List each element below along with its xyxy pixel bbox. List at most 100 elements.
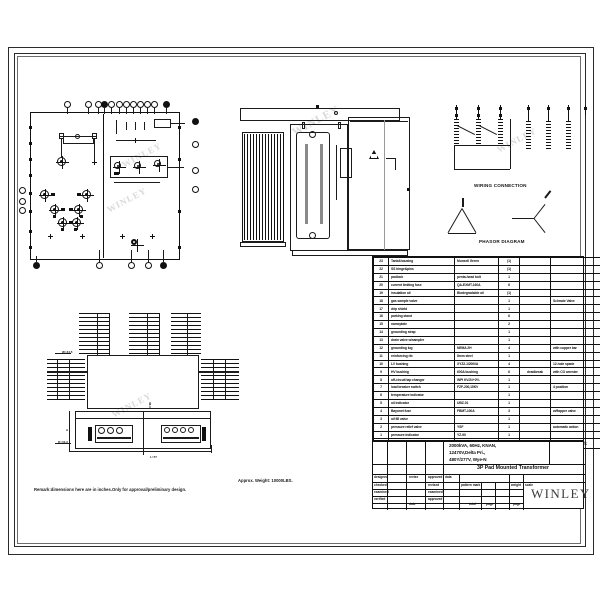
bom-cell-remark: 12-hole spade bbox=[550, 359, 600, 369]
leader-stem bbox=[119, 108, 120, 114]
bom-cell-model bbox=[454, 391, 499, 401]
approx-weight-note: Approx. Weight: 10000LBS. bbox=[238, 478, 293, 483]
leader-line bbox=[55, 443, 71, 444]
primary-coil bbox=[476, 119, 481, 145]
tb-label-total: total bbox=[469, 502, 476, 506]
bom-cell-remark: with copper bar bbox=[550, 343, 600, 353]
tb-label-verified: verified bbox=[374, 497, 386, 501]
leader-stem bbox=[111, 108, 112, 114]
phasor-diagram bbox=[440, 190, 590, 254]
bom-cell-name: load breaker switch bbox=[388, 383, 455, 393]
switch-end-left bbox=[59, 133, 64, 139]
terminal-dot bbox=[455, 114, 458, 117]
bom-cell-qty: 4 bbox=[498, 359, 520, 369]
front-elevation-view bbox=[29, 112, 185, 260]
bom-cell-remark bbox=[550, 280, 600, 290]
top-fitting bbox=[338, 122, 341, 129]
callout-bubble bbox=[151, 101, 158, 108]
bom-cell-material bbox=[519, 257, 551, 266]
fin-separator bbox=[213, 359, 214, 399]
bom-cell-name: current limiting fuse bbox=[388, 280, 455, 290]
fin-separator bbox=[187, 313, 188, 355]
bom-cell-material bbox=[519, 335, 551, 345]
bushing-plan bbox=[164, 427, 170, 433]
terminal-dot bbox=[527, 107, 530, 110]
tb-rule bbox=[549, 442, 550, 464]
wye-arm bbox=[533, 218, 546, 233]
leader-stem bbox=[67, 108, 68, 114]
primary-coil bbox=[498, 119, 503, 145]
bushing-plan bbox=[98, 427, 105, 434]
bolt-mark bbox=[29, 230, 32, 233]
bom-cell-material bbox=[519, 280, 551, 290]
bom-cell-no: 6 bbox=[373, 391, 389, 401]
spec-line-3: 480Y/277V, Wye-N bbox=[449, 457, 487, 462]
cover-bolt bbox=[309, 131, 316, 138]
hinge-mark bbox=[407, 188, 410, 191]
tb-label-examined: examined bbox=[374, 490, 389, 494]
cabinet-center-divider bbox=[103, 114, 104, 258]
leader-stem bbox=[133, 108, 134, 114]
bom-cell-qty: 1 bbox=[498, 375, 520, 385]
cabinet-divider bbox=[384, 120, 385, 250]
callout-bubble bbox=[19, 198, 26, 205]
bom-cell-qty: 1 bbox=[498, 383, 520, 393]
neutral-lead bbox=[585, 105, 586, 115]
bom-cell-qty: 1 bbox=[498, 414, 520, 424]
fin-header-pipe bbox=[47, 371, 87, 373]
bom-cell-no: 7 bbox=[373, 383, 389, 393]
bom-cell-remark bbox=[550, 304, 600, 314]
secondary-coil bbox=[526, 121, 531, 151]
tb-rule bbox=[373, 474, 585, 475]
bushing-base bbox=[61, 228, 64, 231]
callout-bubble bbox=[96, 262, 103, 269]
delta-diagonal bbox=[456, 125, 476, 136]
bom-cell-name: HV bushing bbox=[388, 367, 455, 377]
primary-coil bbox=[454, 119, 459, 145]
delta-arrow bbox=[462, 198, 464, 207]
side-mounted-box bbox=[340, 148, 352, 178]
bom-cell-model: penta-head bolt bbox=[454, 272, 499, 282]
callout-bubble bbox=[19, 187, 26, 194]
bom-cell-model: XYZ2-1/2000A bbox=[454, 359, 499, 369]
bom-cell-material bbox=[519, 343, 551, 353]
bom-cell-qty: 1 bbox=[498, 328, 520, 337]
callout-bubble bbox=[192, 167, 199, 174]
bolt-mark bbox=[29, 210, 32, 213]
callout-bubble bbox=[19, 207, 26, 214]
tb-label-designed: designed bbox=[374, 475, 388, 479]
bushing-plan bbox=[188, 427, 194, 433]
bom-cell-qty: 6 bbox=[498, 280, 520, 290]
dimension-label: W=44.5 bbox=[62, 350, 73, 354]
bom-cell-model: Munsell Green bbox=[454, 257, 499, 266]
cabinet-outline bbox=[30, 112, 180, 260]
leader-stem bbox=[166, 108, 167, 114]
side-elevation-view bbox=[236, 100, 416, 260]
bushing-base bbox=[53, 215, 56, 218]
bom-cell-remark bbox=[550, 264, 600, 274]
centerline-mark bbox=[92, 160, 97, 165]
lv-component-group bbox=[110, 156, 168, 178]
bom-cell-model bbox=[454, 264, 499, 274]
bom-cell-name: nameplate bbox=[388, 320, 455, 330]
drawing-title: 3P Pad Mounted Transformer bbox=[477, 465, 549, 471]
wiring-connection-diagram bbox=[440, 105, 590, 200]
tb-label-approved-hdr: approved bbox=[428, 475, 443, 479]
bom-cell-remark bbox=[550, 312, 600, 322]
wye-arm bbox=[533, 204, 546, 219]
bom-cell-name: SS hinge&pins bbox=[388, 264, 455, 274]
cabinet-roof-line bbox=[350, 121, 408, 122]
dimension-label: D=43.3 bbox=[58, 440, 68, 444]
bom-cell-model bbox=[454, 304, 499, 314]
tb-rule bbox=[443, 442, 444, 510]
bom-cell-material bbox=[519, 272, 551, 282]
callout-bubble bbox=[123, 101, 130, 108]
dimension-line-vertical bbox=[69, 411, 70, 451]
tb-label-page: page bbox=[513, 502, 521, 506]
